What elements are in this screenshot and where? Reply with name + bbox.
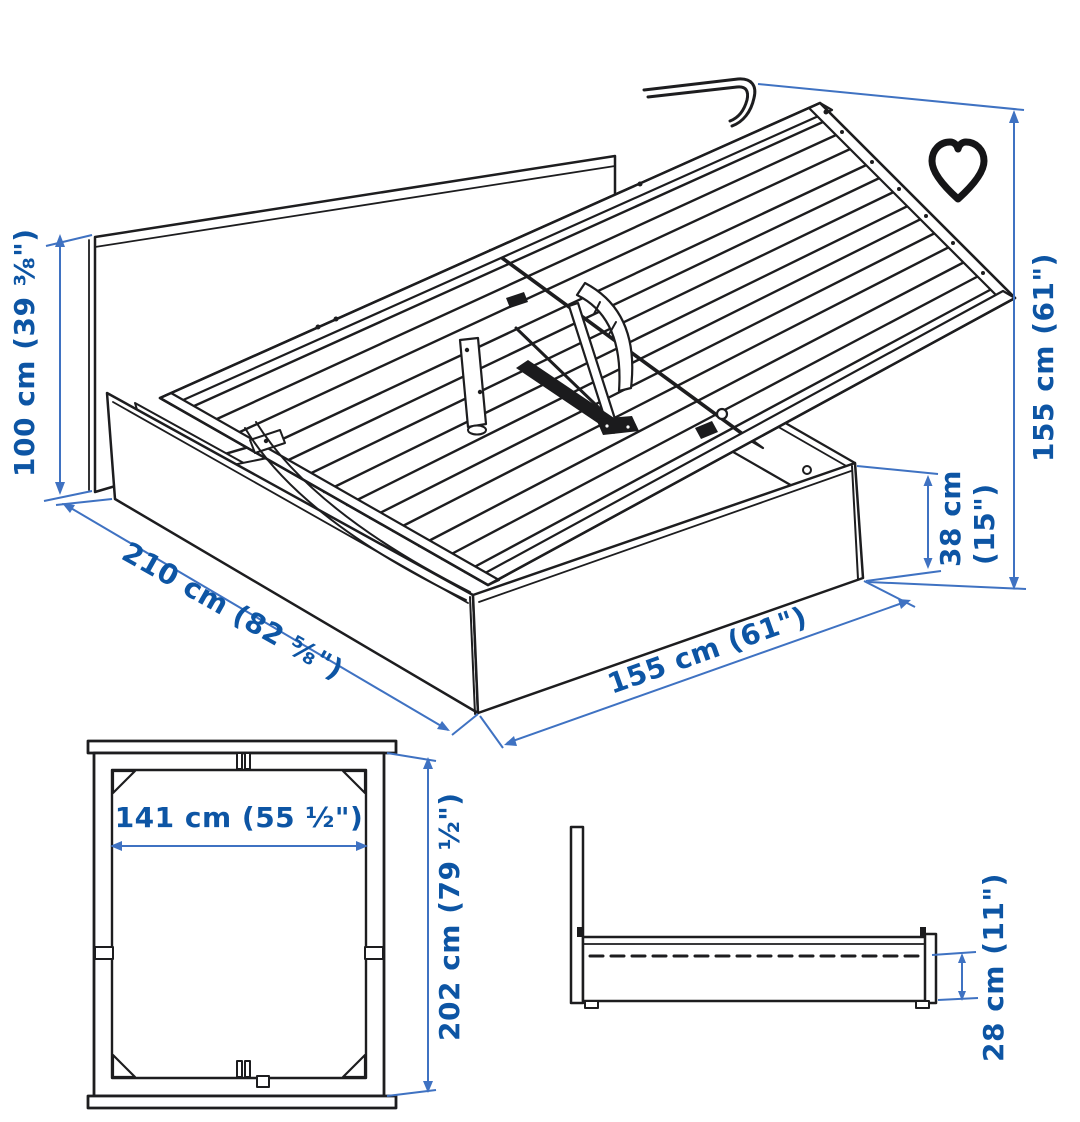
corner-bracket: [111, 769, 137, 795]
corner-bracket: [341, 769, 367, 795]
dim-label-height-open: 100 cm (39 ⅜"): [8, 228, 41, 477]
dimension-inner-width: 141 cm (55 ½"): [110, 801, 368, 851]
dimension-height-open-right: 155 cm (61"): [757, 83, 1060, 590]
dimension-box-height: 38 cm (15"): [856, 465, 1001, 582]
favorite-button[interactable]: [928, 138, 988, 203]
dim-label-box-height-cm: 38 cm: [934, 470, 967, 567]
dim-label-box-height-in: (15"): [968, 483, 1001, 565]
lift-mechanism: [458, 281, 729, 439]
lift-handle: [642, 77, 757, 128]
dimension-storage-depth: 28 cm (11"): [931, 873, 1010, 1062]
top-view-drawing: 141 cm (55 ½") 202 cm (79 ½"): [86, 739, 466, 1110]
dim-label-height-open-right: 155 cm (61"): [1027, 253, 1060, 462]
dim-label-outer-length: 202 cm (79 ½"): [433, 792, 466, 1041]
corner-bracket: [111, 1053, 137, 1079]
dimension-outer-length: 202 cm (79 ½"): [386, 752, 466, 1097]
dimension-height-open: 100 cm (39 ⅜"): [8, 228, 93, 502]
dim-label-inner-width: 141 cm (55 ½"): [115, 801, 364, 834]
corner-bracket: [341, 1053, 367, 1079]
dim-label-storage-depth: 28 cm (11"): [977, 873, 1010, 1062]
heart-icon: [928, 138, 988, 203]
side-view-drawing: 28 cm (11"): [569, 825, 1010, 1062]
main-drawing: [88, 77, 1017, 715]
